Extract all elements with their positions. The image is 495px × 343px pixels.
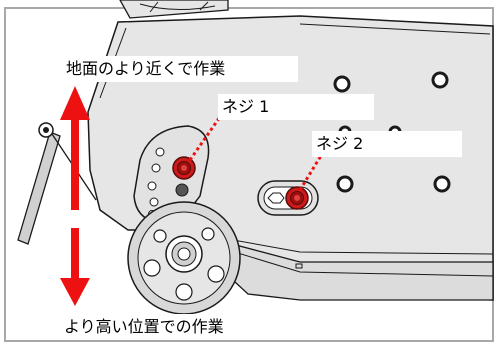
screw-2-leader [298, 153, 324, 191]
arrow-up [60, 86, 90, 210]
label-higher-position: より高い位置での作業 [60, 314, 310, 340]
deck-hole [433, 175, 451, 193]
housing-slot [295, 263, 303, 269]
top-mower-edge [119, 0, 229, 19]
adjuster-hole [151, 163, 161, 173]
deck-hole [431, 71, 449, 89]
wheel-bolt [207, 265, 225, 283]
adjuster-hole-filled [175, 183, 189, 197]
label-screw-2: ネジ 2 [312, 131, 462, 157]
adjuster-hole [155, 147, 165, 157]
arrow-down [60, 228, 90, 306]
screw-1 [172, 156, 196, 180]
label-screw-1: ネジ 1 [218, 94, 374, 120]
wheel-bolt [153, 229, 167, 243]
label-closer-to-ground: 地面のより近くで作業 [62, 56, 298, 82]
housing-line [221, 237, 494, 277]
handle [17, 122, 97, 245]
deck-hole [336, 175, 354, 193]
wheel-bolt [201, 227, 215, 241]
wheel-bolt [143, 259, 161, 277]
wheel-bolt [175, 283, 193, 301]
deck-hole [333, 75, 351, 93]
wheel-bolts [143, 227, 225, 301]
adjuster-hole [149, 197, 159, 207]
adjuster-hole [147, 181, 157, 191]
screw-2 [285, 186, 309, 210]
